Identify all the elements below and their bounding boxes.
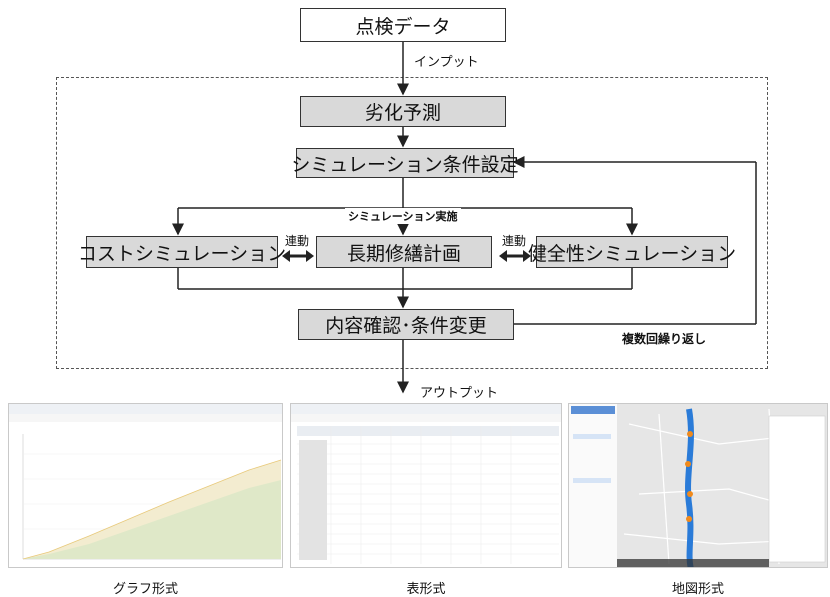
simulation-process-frame <box>56 77 768 369</box>
double-arrow-icon-left <box>282 250 314 262</box>
repeat-label: 複数回繰り返し <box>622 332 707 346</box>
table-screenshot <box>290 403 562 568</box>
review-change-box: 内容確認･条件変更 <box>298 309 514 340</box>
double-arrow-icon-right <box>499 250 531 262</box>
linked-label-left: 連動 <box>285 234 310 248</box>
inspection-data-box: 点検データ <box>300 8 506 42</box>
graph-screenshot <box>8 403 283 568</box>
output-label: アウトプット <box>420 386 499 401</box>
deterioration-forecast-box: 劣化予測 <box>300 96 506 127</box>
long-term-plan-box: 長期修繕計画 <box>316 236 492 268</box>
simulation-conditions-box: シミュレーション条件設定 <box>291 148 519 178</box>
graph-caption: グラフ形式 <box>112 582 178 597</box>
cost-simulation-box: コストシミュレーション <box>78 236 286 268</box>
linked-label-right: 連動 <box>502 234 527 248</box>
table-caption: 表形式 <box>406 582 446 597</box>
map-screenshot <box>568 403 828 568</box>
table-thumbnail <box>291 404 561 564</box>
simulation-run-label: シミュレーション実施 <box>345 208 461 224</box>
map-caption: 地図形式 <box>671 582 724 597</box>
map-thumbnail <box>569 404 827 567</box>
soundness-simulation-box: 健全性シミュレーション <box>528 236 736 268</box>
graph-thumbnail <box>9 404 282 560</box>
input-label: インプット <box>414 55 479 70</box>
